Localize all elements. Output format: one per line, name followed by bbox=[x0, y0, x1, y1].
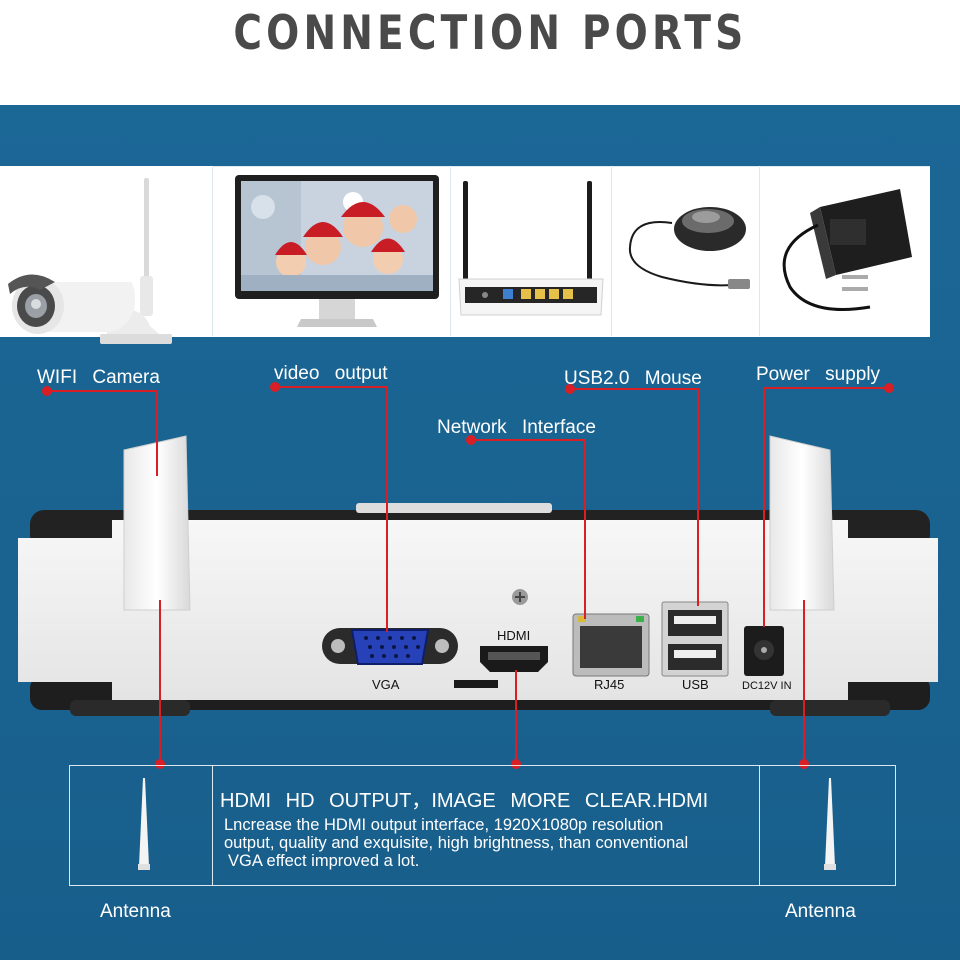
strip-divider bbox=[212, 166, 213, 337]
wifi-camera-label: WIFI Camera bbox=[37, 367, 160, 388]
caption-frame bbox=[69, 765, 896, 886]
caption-title: HDMI HD OUTPUT，IMAGE MORE CLEAR.HDMI bbox=[220, 790, 709, 812]
caption-line: Lncrease the HDMI output interface, 1920… bbox=[224, 816, 664, 834]
dc-port-label: DC12V IN bbox=[742, 680, 792, 692]
page-title: CONNECTION PORTS bbox=[233, 6, 748, 61]
caption-line: VGA effect improved a lot. bbox=[228, 852, 420, 870]
leader-line bbox=[515, 670, 517, 764]
vga-port-label: VGA bbox=[372, 677, 400, 692]
power-leader-dot bbox=[884, 383, 894, 393]
wifi-camera-image bbox=[0, 166, 212, 344]
strip-divider bbox=[450, 166, 451, 337]
leader-line bbox=[764, 387, 889, 389]
router-image bbox=[451, 167, 611, 337]
network-interface-label: Network Interface bbox=[437, 417, 596, 438]
hdmi-leader-dot bbox=[511, 759, 521, 769]
caption-line: output, quality and exquisite, high brig… bbox=[224, 834, 689, 852]
caption-divider bbox=[759, 765, 760, 886]
power-adapter-image bbox=[760, 167, 930, 337]
leader-line bbox=[275, 386, 387, 388]
strip-divider bbox=[611, 166, 612, 337]
usb-port-label: USB bbox=[682, 677, 709, 692]
antenna-icon bbox=[824, 778, 836, 870]
antenna-left-label: Antenna bbox=[100, 901, 171, 922]
leader-line bbox=[159, 600, 161, 764]
left-antenna-leader-dot bbox=[155, 759, 165, 769]
usb-mouse-label: USB2.0 Mouse bbox=[564, 368, 702, 389]
leader-line bbox=[803, 600, 805, 764]
leader-line bbox=[386, 386, 388, 632]
leader-line bbox=[697, 388, 699, 606]
power-supply-label: Power supply bbox=[756, 364, 881, 385]
leader-line bbox=[570, 388, 698, 390]
leader-line bbox=[763, 387, 765, 627]
antenna-right-label: Antenna bbox=[785, 901, 856, 922]
leader-line bbox=[471, 439, 585, 441]
leader-line bbox=[47, 390, 158, 392]
leader-line bbox=[156, 390, 158, 476]
video-output-label: video output bbox=[274, 363, 388, 384]
caption-body: Lncrease the HDMI output interface, 1920… bbox=[224, 816, 764, 870]
caption-divider bbox=[212, 765, 213, 886]
monitor-image bbox=[213, 167, 450, 337]
header: CONNECTION PORTS bbox=[0, 0, 960, 105]
antenna-icon bbox=[138, 778, 150, 870]
right-antenna-leader-dot bbox=[799, 759, 809, 769]
strip-divider bbox=[759, 166, 760, 337]
mouse-image bbox=[612, 167, 759, 337]
rj45-port-label: RJ45 bbox=[594, 677, 625, 692]
hdmi-port-label: HDMI bbox=[497, 628, 531, 643]
leader-line bbox=[584, 439, 586, 619]
